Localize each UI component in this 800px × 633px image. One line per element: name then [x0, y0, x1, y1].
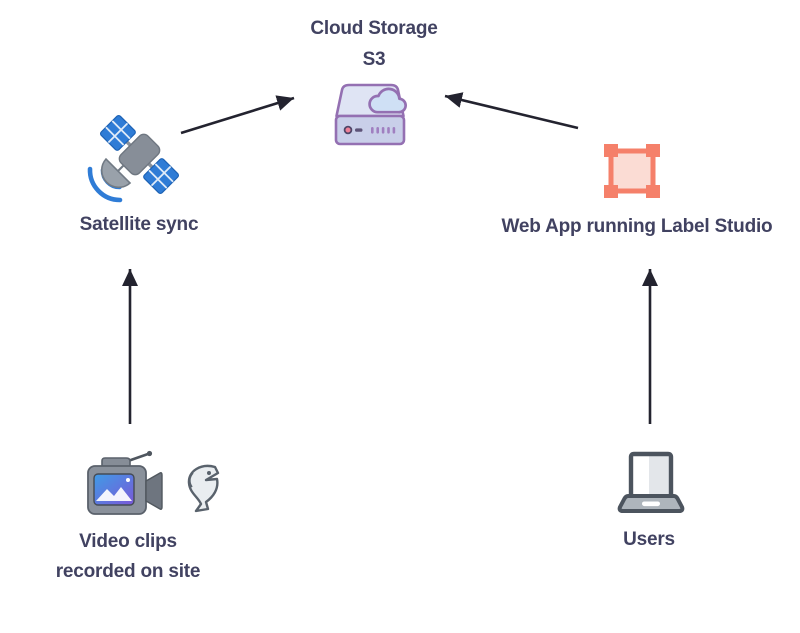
- cloud-storage-title: Cloud Storage S3: [274, 13, 474, 75]
- web-app-label: Web App running Label Studio: [501, 216, 773, 237]
- cloud-storage-title-line1: Cloud Storage: [310, 18, 438, 39]
- fish-icon: [181, 463, 229, 513]
- video-clips-label-line1: Video clips: [79, 531, 177, 552]
- video-camera-icon: [86, 449, 168, 517]
- video-clips-label-line2: recorded on site: [55, 561, 201, 582]
- cloud-server-icon: [333, 82, 407, 148]
- edge-webapp-to-cloud: [444, 92, 579, 130]
- cloud-storage-title-line2: S3: [362, 49, 386, 70]
- satellite-icon: [85, 110, 185, 210]
- edge-satellite-to-cloud: [180, 95, 295, 135]
- video-clips-label: Video clips recorded on site: [28, 527, 228, 587]
- satellite-label: Satellite sync: [79, 214, 199, 235]
- users-label: Users: [623, 529, 675, 550]
- laptop-icon: [616, 448, 686, 520]
- label-studio-frame-icon: [604, 144, 660, 198]
